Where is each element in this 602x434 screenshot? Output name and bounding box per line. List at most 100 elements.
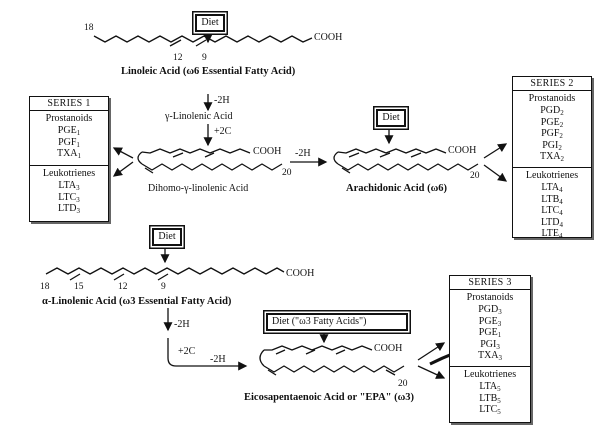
- dihomo-acid-name: Dihomo-γ-linolenic Acid: [148, 183, 249, 194]
- series1-leukotriene-item: LTD3: [57, 203, 81, 215]
- arrow-dihomo-series1-up: [112, 147, 134, 159]
- alpha-carbon-9: 9: [161, 282, 166, 292]
- diet-box-linoleic: Diet: [195, 14, 225, 32]
- arrow-epa-series3-down: [417, 365, 446, 379]
- diet-box-alpha: Diet: [152, 228, 182, 246]
- step-minus-2h-lower-a: -2H: [174, 319, 190, 330]
- alpha-linolenic-acid-name: α-Linolenic Acid (ω3 Essential Fatty Aci…: [42, 296, 232, 307]
- series2-prostanoids: Prostanoids PGD2 PGE2 PGF2 PGI2 TXA2: [513, 91, 591, 167]
- alpha-carbon-12: 12: [118, 282, 128, 292]
- arachidonic-double-bond-c: [410, 152, 422, 158]
- epa-hairpin: [259, 349, 265, 367]
- series2-leukotriene-item: LTB4: [541, 193, 563, 206]
- arrow-alpha-curve: [167, 338, 248, 371]
- series3-prostanoid-item: PGD3: [478, 304, 502, 316]
- alpha-double-bond-12: [113, 273, 125, 281]
- series2-leukotrienes: Leukotrienes LTA4 LTB4 LTC4 LTD4 LTE4: [513, 167, 591, 240]
- series1-prostanoids: Prostanoids PGE1 PGF1 TXA1: [30, 111, 108, 165]
- arachidonic-chain-lower: [337, 163, 479, 171]
- epa-double-bond-a: [275, 349, 286, 355]
- series2-prostanoid-item: PGI2: [542, 139, 562, 152]
- epa-cooh: COOH: [374, 343, 403, 354]
- epa-double-bond-b: [305, 349, 316, 355]
- step-plus-2c-lower: +2C: [178, 346, 196, 357]
- series1-prostanoid-item: PGF1: [58, 136, 80, 149]
- arachidonic-cooh: COOH: [448, 145, 477, 156]
- linoleic-acid-name: Linoleic Acid (ω6 Essential Fatty Acid): [121, 66, 296, 77]
- alpha-double-bond-15: [69, 273, 81, 281]
- diet-box-arachidonic: Diet: [376, 109, 406, 127]
- series3-leukotriene-item: LTA5: [479, 381, 501, 393]
- step-minus-2h-dihomo-arachidonic: -2H: [295, 148, 311, 159]
- dihomo-carbon-20: 20: [282, 168, 292, 178]
- linoleic-carbon-18: 18: [84, 23, 94, 33]
- arachidonic-double-bond-d: [341, 167, 351, 174]
- series1-leukotriene-item: LTC3: [58, 191, 80, 204]
- series3-prostanoids-label: Prostanoids: [466, 292, 514, 303]
- series2-leukotrienes-label: Leukotrienes: [525, 170, 579, 181]
- series2-title: SERIES 2: [513, 77, 591, 91]
- arachidonic-chain-upper: [337, 148, 447, 154]
- dihomo-hairpin: [137, 151, 143, 165]
- dihomo-chain-lower: [141, 163, 283, 171]
- arrow-dihomo-series1-down: [112, 161, 134, 177]
- epa-double-bond-e: [385, 369, 396, 376]
- dihomo-double-bond-b: [204, 152, 215, 158]
- epa-acid-name: Eicosapentaenoic Acid or "EPA" (ω3): [244, 392, 415, 403]
- alpha-carbon-15: 15: [74, 282, 84, 292]
- arachidonic-carbon-20: 20: [470, 171, 480, 181]
- series3-leukotrienes: Leukotrienes LTA5 LTB5 LTC5: [450, 366, 530, 416]
- step-minus-2h-upper: -2H: [214, 95, 230, 106]
- series3-prostanoid-item: TXA3: [477, 350, 503, 362]
- series3-prostanoid-item: PGE3: [478, 315, 502, 328]
- dihomo-cooh: COOH: [253, 146, 282, 157]
- epa-chain-lower: [263, 365, 405, 373]
- alpha-carbon-18: 18: [40, 282, 50, 292]
- series3-leukotriene-item: LTB5: [479, 392, 501, 405]
- step-plus-2c-upper: +2C: [214, 126, 232, 137]
- epa-carbon-20: 20: [398, 379, 408, 389]
- linoleic-double-bond-9: [195, 39, 207, 47]
- step-minus-2h-lower-b: -2H: [210, 354, 226, 365]
- diet-omega3-label: Diet ("ω3 Fatty Acids"): [272, 316, 367, 327]
- series2-prostanoid-item: TXA2: [539, 151, 565, 163]
- arrow-epa-series3-up: [417, 342, 446, 361]
- series1-leukotrienes-label: Leukotrienes: [42, 168, 96, 179]
- series1-box: SERIES 1 Prostanoids PGE1 PGF1 TXA1 Leuk…: [29, 96, 109, 222]
- dihomo-double-bond-c: [144, 167, 154, 174]
- series3-title: SERIES 3: [450, 276, 530, 290]
- series1-title: SERIES 1: [30, 97, 108, 111]
- epa-double-bond-d: [267, 369, 277, 376]
- series1-prostanoid-item: PGE1: [57, 125, 81, 137]
- gamma-linolenic-acid-name: γ-Linolenic Acid: [165, 111, 233, 122]
- series2-leukotriene-item: LTA4: [541, 182, 563, 194]
- series3-prostanoid-item: PGE1: [478, 327, 502, 339]
- series3-prostanoid-item: PGI3: [480, 338, 500, 351]
- diet-box-omega3: Diet ("ω3 Fatty Acids"): [266, 313, 408, 331]
- arachidonic-hairpin: [333, 151, 339, 165]
- alpha-linolenic-chain: [45, 267, 285, 275]
- series3-leukotrienes-label: Leukotrienes: [463, 369, 517, 380]
- series2-prostanoid-item: PGE2: [540, 116, 564, 129]
- arachidonic-double-bond-b: [379, 152, 391, 158]
- series2-leukotriene-item: LTC4: [541, 205, 563, 217]
- series2-leukotriene-item: LTE4: [541, 228, 563, 240]
- series2-prostanoid-item: PGD2: [540, 105, 564, 117]
- series2-prostanoid-item: PGF2: [541, 128, 563, 140]
- dihomo-double-bond-a: [172, 152, 184, 158]
- arrow-arachidonic-series2-up: [483, 143, 508, 159]
- series3-prostanoids: Prostanoids PGD3 PGE3 PGE1 PGI3 TXA3: [450, 290, 530, 366]
- series1-prostanoids-label: Prostanoids: [45, 113, 93, 124]
- epa-double-bond-c: [335, 349, 346, 355]
- series3-leukotriene-item: LTC5: [479, 404, 501, 416]
- series2-leukotriene-item: LTD4: [540, 216, 564, 229]
- arrow-arachidonic-series2-down: [483, 164, 508, 182]
- series1-leukotrienes: Leukotrienes LTA3 LTC3 LTD3: [30, 165, 108, 215]
- alpha-cooh: COOH: [286, 268, 315, 279]
- linoleic-double-bond-12: [169, 39, 182, 47]
- dihomo-chain-upper: [141, 148, 251, 154]
- linoleic-carbon-9: 9: [202, 53, 207, 63]
- series2-box: SERIES 2 Prostanoids PGD2 PGE2 PGF2 PGI2…: [512, 76, 592, 240]
